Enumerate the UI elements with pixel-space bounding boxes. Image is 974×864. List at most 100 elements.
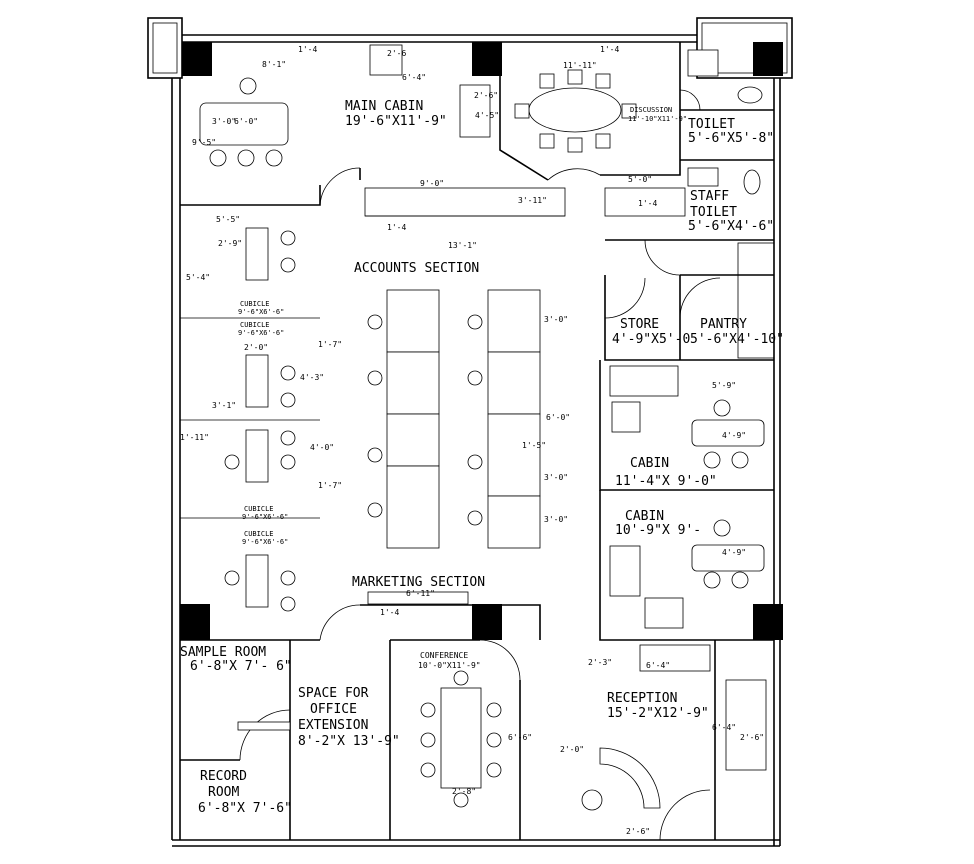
chair bbox=[453, 670, 469, 686]
dim-label: 1'-7" bbox=[318, 340, 342, 349]
cubicle-3-size: 9'-6"X6'-6" bbox=[242, 513, 288, 521]
cubicle-3-name: CUBICLE bbox=[244, 505, 274, 513]
dim-label: 2'-6 bbox=[387, 49, 406, 58]
washbasin bbox=[687, 49, 719, 77]
conference-name: CONFERENCE bbox=[420, 651, 468, 660]
reception-size: 15'-2"X12'-9" bbox=[607, 706, 709, 721]
cubicle-1-name: CUBICLE bbox=[240, 300, 270, 308]
office-extension-line-1: SPACE FOR bbox=[298, 686, 369, 701]
dim-label: 2'-3" bbox=[588, 658, 612, 667]
main-cabin-size: 19'-6"X11'-9" bbox=[345, 114, 447, 129]
dim-label: 4'-3" bbox=[300, 373, 324, 382]
column bbox=[753, 604, 783, 640]
staff-toilet-name: STAFF bbox=[690, 189, 729, 204]
chair bbox=[731, 451, 749, 469]
sofa bbox=[639, 644, 711, 672]
wc bbox=[743, 169, 761, 195]
dim-label: 1'-4 bbox=[600, 45, 619, 54]
dim-label: 2'-6" bbox=[626, 827, 650, 836]
dim-label: 5'-9" bbox=[712, 381, 736, 390]
office-extension-line-3: EXTENSION bbox=[298, 718, 368, 733]
room-labels: MAIN CABIN 19'-6"X11'-9" DISCUSSION 11'-… bbox=[180, 99, 784, 816]
dim-label: 3'-11" bbox=[518, 196, 547, 205]
chair bbox=[265, 149, 283, 167]
dim-label: 1'-11" bbox=[180, 433, 209, 442]
store-size: 4'-9"X5'-0 bbox=[612, 332, 690, 347]
dim-label: 2'-0" bbox=[244, 343, 268, 352]
sample-room-size: 6'-8"X 7'- 6" bbox=[190, 659, 292, 674]
discussion-table bbox=[528, 87, 622, 133]
chair bbox=[453, 792, 469, 808]
chair bbox=[420, 762, 436, 778]
chair bbox=[581, 789, 603, 811]
cabin-2-name: CABIN bbox=[625, 509, 664, 524]
accounts-workstations bbox=[367, 289, 541, 549]
dim-label: 4'-0" bbox=[310, 443, 334, 452]
armchair bbox=[644, 597, 684, 629]
chair bbox=[567, 137, 583, 153]
chair bbox=[595, 133, 611, 149]
cabin-1-name: CABIN bbox=[630, 456, 669, 471]
dim-label: 3'-0" bbox=[212, 117, 236, 126]
washbasin bbox=[687, 167, 719, 187]
conference-table bbox=[440, 687, 482, 789]
reception-name: RECEPTION bbox=[607, 691, 677, 706]
cubicle-desks bbox=[180, 227, 320, 612]
desk bbox=[199, 102, 289, 146]
dim-label: 2'-9" bbox=[218, 239, 242, 248]
chair bbox=[703, 571, 721, 589]
sofa bbox=[609, 365, 679, 397]
record-room-size: 6'-8"X 7'-6" bbox=[198, 801, 292, 816]
dim-label: 1'-7" bbox=[318, 481, 342, 490]
dim-label: 13'-1" bbox=[448, 241, 477, 250]
discussion-size: 11'-10"X11'-9" bbox=[628, 115, 687, 123]
dim-label: 3'-1" bbox=[212, 401, 236, 410]
toilet-name: TOILET bbox=[688, 117, 735, 132]
dim-label: 6'-11" bbox=[406, 589, 435, 598]
sofa bbox=[725, 679, 767, 771]
dim-label: 5'-5" bbox=[216, 215, 240, 224]
dim-label: 9'-0" bbox=[420, 179, 444, 188]
cabin-1-size: 11'-4"X 9'-0" bbox=[615, 474, 717, 489]
dim-label: 1'-4 bbox=[380, 608, 399, 617]
staff-toilet-name-2: TOILET bbox=[690, 205, 737, 220]
dim-label: 2'-6" bbox=[474, 91, 498, 100]
record-room-name-2: ROOM bbox=[208, 785, 239, 800]
dim-label: 6'-0" bbox=[234, 117, 258, 126]
dim-label: 3'-0" bbox=[544, 473, 568, 482]
dim-label: 6'-4" bbox=[712, 723, 736, 732]
chair bbox=[486, 702, 502, 718]
dim-label: 1'-4 bbox=[387, 223, 406, 232]
chair bbox=[209, 149, 227, 167]
store-name: STORE bbox=[620, 317, 659, 332]
interior-walls bbox=[180, 42, 775, 841]
column bbox=[472, 42, 502, 76]
cubicle-2-size: 9'-6"X6'-6" bbox=[238, 329, 284, 337]
record-room-name: RECORD bbox=[200, 769, 247, 784]
structural-columns bbox=[180, 42, 783, 640]
cubicle-2-name: CUBICLE bbox=[240, 321, 270, 329]
dim-label: 1'-4 bbox=[298, 45, 317, 54]
accounts-section-name: ACCOUNTS SECTION bbox=[354, 261, 479, 276]
toilet-size: 5'-6"X5'-8" bbox=[688, 131, 774, 146]
dim-label: 6'-0" bbox=[546, 413, 570, 422]
chair bbox=[486, 732, 502, 748]
reception-counter bbox=[599, 747, 661, 809]
sofa bbox=[609, 545, 641, 597]
cubicle-4-size: 9'-6"X6'-6" bbox=[242, 538, 288, 546]
chair bbox=[713, 399, 731, 417]
bookshelf bbox=[369, 44, 403, 76]
dim-label: 1'-4 bbox=[638, 199, 657, 208]
column bbox=[182, 42, 212, 76]
staff-toilet-size: 5'-6"X4'-6" bbox=[688, 219, 774, 234]
chair bbox=[539, 73, 555, 89]
chair bbox=[703, 451, 721, 469]
cabin-desk bbox=[691, 419, 765, 447]
armchair bbox=[611, 401, 641, 433]
pantry-name: PANTRY bbox=[700, 317, 747, 332]
furniture bbox=[180, 44, 767, 811]
chair bbox=[713, 519, 731, 537]
pantry-size: 5'-6"X4'-10" bbox=[690, 332, 784, 347]
dim-label: 4'-5" bbox=[475, 111, 499, 120]
